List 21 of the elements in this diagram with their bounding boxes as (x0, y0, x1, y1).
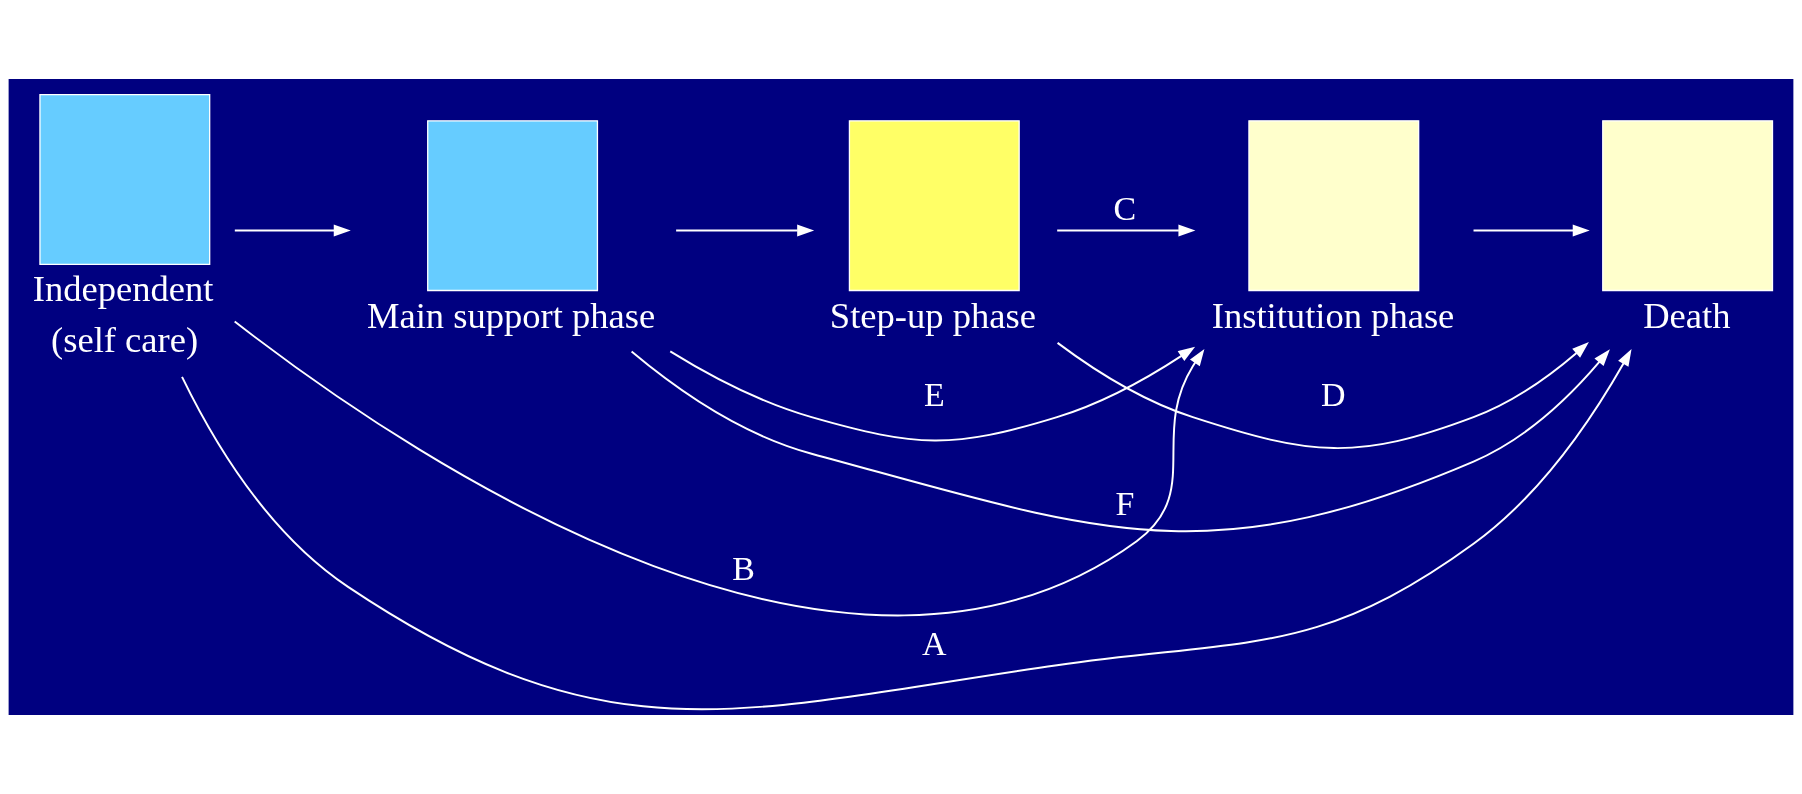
arrow (675, 224, 815, 237)
node-label: (self care) (51, 319, 199, 361)
node-label: Institution phase (1211, 294, 1455, 336)
edge-label: A (922, 624, 947, 662)
arrow (1056, 224, 1196, 237)
arrow (669, 346, 1196, 442)
edge-label: E (923, 376, 945, 414)
arrow (630, 349, 1610, 533)
node-label: Main support phase (367, 294, 656, 336)
arrow (233, 224, 351, 237)
edge-label: F (1115, 484, 1135, 522)
edge-label: D (1320, 376, 1346, 414)
arrow (233, 320, 1205, 617)
arrow (1056, 341, 1589, 450)
node-label: Independent (32, 268, 214, 310)
edge-label: B (732, 550, 755, 588)
arrow (181, 348, 1632, 710)
arrow (1472, 224, 1590, 237)
node-label: Step-up phase (829, 294, 1036, 336)
node-label: Death (1643, 294, 1731, 336)
edge-label: C (1113, 189, 1137, 227)
